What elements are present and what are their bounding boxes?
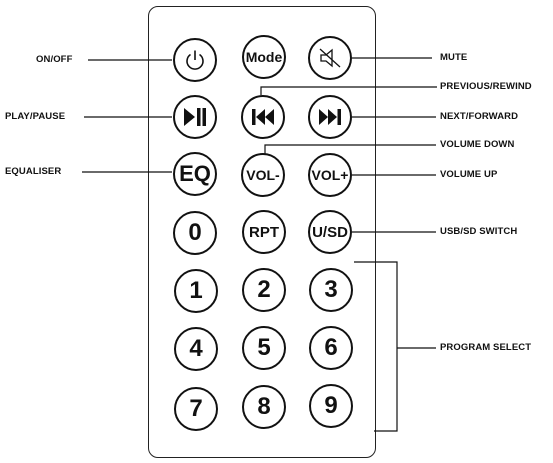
repeat-button[interactable]: RPT	[242, 210, 286, 254]
label-on-off: ON/OFF	[36, 54, 73, 65]
power-icon	[186, 50, 204, 70]
next-button[interactable]	[308, 95, 352, 139]
previous-button[interactable]	[241, 95, 285, 139]
number-9-button[interactable]: 9	[309, 384, 353, 428]
label-volume-down: VOLUME DOWN	[440, 139, 515, 150]
number-8-button[interactable]: 8	[242, 385, 286, 429]
number-3-button[interactable]: 3	[309, 268, 353, 312]
skip-next-icon	[319, 109, 341, 125]
power-button[interactable]	[173, 38, 217, 82]
volume-up-button[interactable]: VOL+	[308, 153, 352, 197]
label-previous-rewind: PREVIOUS/REWIND	[440, 81, 532, 92]
number-6-button[interactable]: 6	[309, 326, 353, 370]
label-play-pause: PLAY/PAUSE	[5, 111, 66, 122]
volume-down-button[interactable]: VOL-	[241, 153, 285, 197]
number-7-button[interactable]: 7	[174, 387, 218, 431]
number-1-button[interactable]: 1	[174, 269, 218, 313]
label-mute: MUTE	[440, 52, 468, 63]
number-5-button[interactable]: 5	[242, 326, 286, 370]
mute-button[interactable]	[308, 36, 352, 80]
eq-button[interactable]: EQ	[173, 152, 217, 196]
label-equaliser: EQUALISER	[5, 166, 62, 177]
usb-sd-button[interactable]: U/SD	[308, 210, 352, 254]
label-usb-sd-switch: USB/SD SWITCH	[440, 226, 518, 237]
play-pause-icon	[184, 108, 206, 126]
label-next-forward: NEXT/FORWARD	[440, 111, 519, 122]
speaker-muted-icon	[319, 48, 341, 68]
number-4-button[interactable]: 4	[174, 327, 218, 371]
number-0-button[interactable]: 0	[173, 211, 217, 255]
play-pause-button[interactable]	[173, 95, 217, 139]
skip-previous-icon	[252, 109, 274, 125]
label-program-select: PROGRAM SELECT	[440, 342, 532, 353]
mode-button[interactable]: Mode	[242, 35, 286, 79]
number-2-button[interactable]: 2	[242, 268, 286, 312]
label-volume-up: VOLUME UP	[440, 169, 498, 180]
